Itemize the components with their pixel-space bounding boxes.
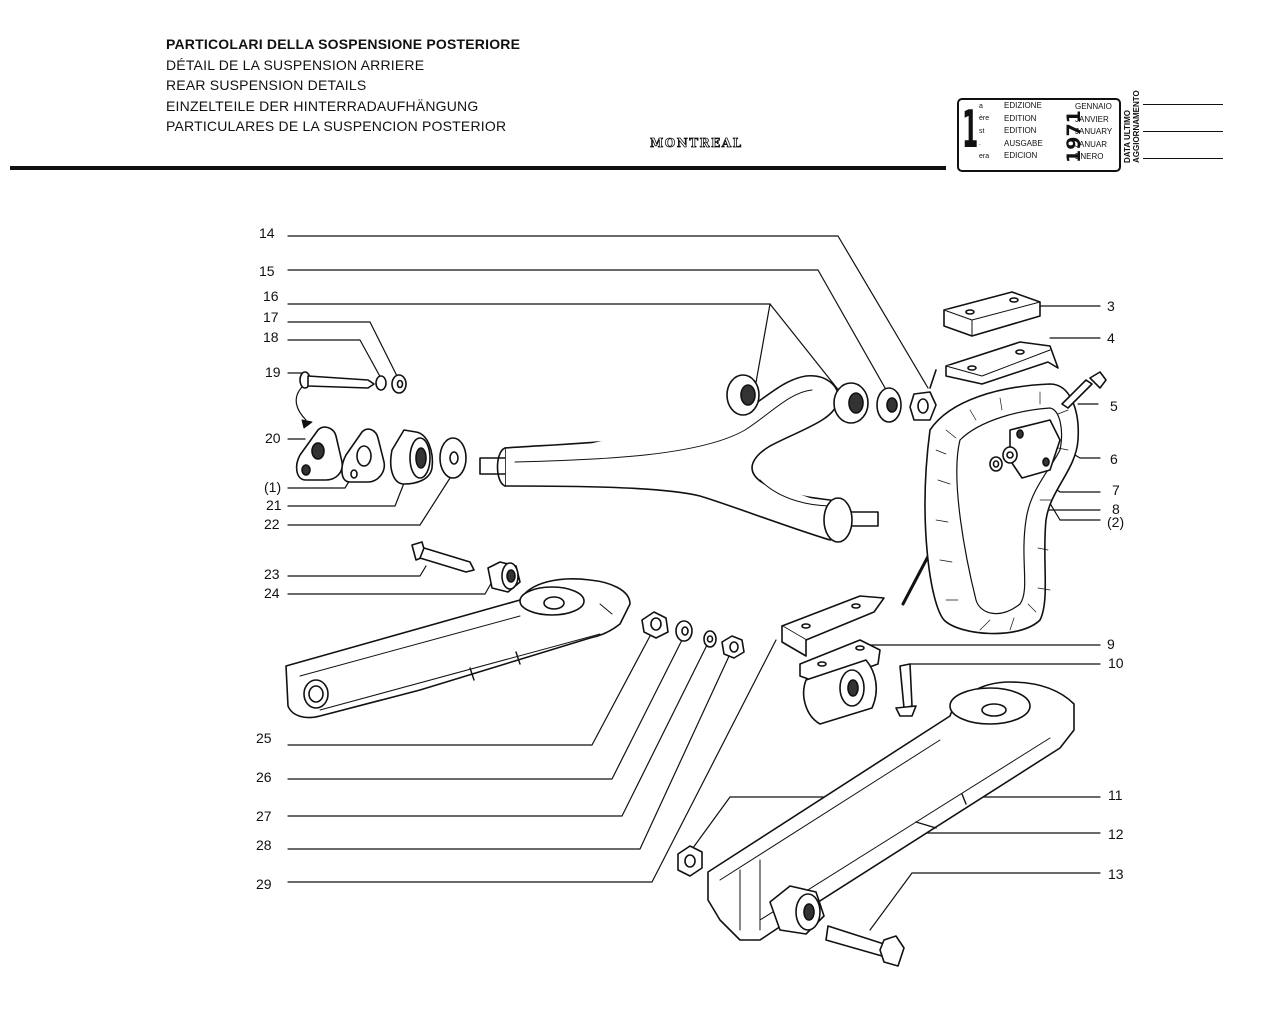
washer-8	[1002, 446, 1018, 464]
bracket-4	[945, 341, 1059, 385]
callout-2: (2)	[1107, 514, 1125, 530]
bushing-16-right	[833, 382, 869, 424]
month-de: JANUAR	[1075, 139, 1108, 149]
edition-suffixes: a ère st . era	[979, 101, 989, 163]
edition-number: 1	[962, 100, 979, 160]
callout-12: 12	[1108, 826, 1124, 842]
nut-25	[641, 611, 669, 639]
title-english: REAR SUSPENSION DETAILS	[166, 77, 367, 93]
callout-19: 19	[265, 364, 281, 380]
washer-27	[703, 630, 717, 648]
callout-18: 18	[263, 329, 279, 345]
lower-trailing-arm-left	[285, 578, 631, 719]
callout-26: 26	[256, 769, 272, 785]
small-arrow	[301, 419, 313, 429]
callout-20: 20	[265, 430, 281, 446]
callout-5: 5	[1110, 398, 1118, 414]
callout-28: 28	[256, 837, 272, 853]
callout-10: 10	[1108, 655, 1124, 671]
edition-box	[957, 98, 1121, 172]
callout-13: 13	[1108, 866, 1124, 882]
title-german: EINZELTEILE DER HINTERRADAUFHÄNGUNG	[166, 97, 479, 114]
edition-label-it: EDIZIONE	[1004, 101, 1042, 110]
nut-7	[989, 456, 1003, 472]
callout-21: 21	[266, 497, 282, 513]
callout-15: 15	[259, 263, 275, 279]
lockwasher-18	[375, 375, 387, 391]
suffix-fr: ère	[979, 115, 990, 123]
month-fr: JANVIER	[1075, 114, 1109, 124]
callout-1: (1)	[264, 479, 282, 495]
washer-26	[675, 620, 693, 642]
suffix-es: era	[979, 152, 990, 160]
bolt-5	[1061, 371, 1107, 409]
bushing-24	[487, 561, 521, 593]
rubber-bushing-9	[802, 659, 878, 725]
washer-15	[876, 387, 902, 423]
title-italian: PARTICOLARI DELLA SOSPENSIONE POSTERIORE	[166, 36, 521, 52]
nut-11	[677, 845, 703, 877]
suffix-en: st	[979, 127, 985, 135]
washer-22	[439, 437, 467, 479]
callout-8: 8	[1112, 501, 1120, 517]
month-en: JANUARY	[1075, 127, 1113, 137]
month-es: ENERO	[1075, 152, 1104, 162]
callout-27: 27	[256, 808, 272, 824]
callout-29: 29	[256, 876, 272, 892]
nut-28	[721, 635, 745, 659]
edition-label-en: EDITION	[1004, 126, 1037, 136]
castle-nut-14	[909, 369, 937, 421]
update-line-1	[1143, 104, 1223, 105]
title-block: PARTICOLARI DELLA SOSPENSIONE POSTERIORE…	[166, 34, 520, 137]
callout-11: 11	[1108, 787, 1123, 803]
update-line-2	[1143, 131, 1223, 132]
title-french: DÉTAIL DE LA SUSPENSION ARRIERE	[166, 56, 425, 73]
callout-16: 16	[263, 288, 279, 304]
bushing-housing-21	[389, 429, 434, 485]
edition-labels: EDIZIONE EDITION EDITION AUSGABE EDICION	[1004, 100, 1043, 163]
callout-23: 23	[264, 566, 280, 582]
edition-label-es: EDICION	[1004, 151, 1038, 161]
shim-plate-1	[341, 428, 386, 483]
callout-22: 22	[264, 516, 280, 532]
callout-25: 25	[256, 730, 272, 746]
screw-10	[895, 663, 917, 717]
month-it: GENNAIO	[1075, 102, 1112, 111]
upper-wishbone-arm	[479, 375, 879, 543]
edition-label-de: AUSGABE	[1004, 138, 1043, 148]
model-logo: MONTREAL	[650, 136, 743, 151]
callout-9: 9	[1107, 636, 1115, 652]
rubber-support	[924, 383, 1080, 635]
bushing-16-left	[726, 374, 760, 416]
clamp-9	[781, 595, 885, 685]
callout-17: 17	[263, 309, 279, 325]
suffix-it: a	[979, 103, 983, 110]
callout-4: 4	[1107, 330, 1115, 346]
edition-months: GENNAIO JANVIER JANUARY JANUAR ENERO	[1075, 101, 1112, 164]
bolt-13	[825, 925, 905, 967]
header-rule	[10, 166, 946, 170]
bolt-23	[411, 541, 475, 573]
callout-7: 7	[1112, 482, 1120, 498]
bolt-19	[299, 371, 375, 389]
spacer-block-3	[943, 291, 1041, 337]
title-spanish: PARTICULARES DE LA SUSPENCION POSTERIOR	[166, 118, 507, 134]
update-line-3	[1143, 158, 1223, 159]
plate-20	[295, 426, 344, 481]
leader-lines-left	[287, 235, 929, 883]
suffix-de: .	[979, 140, 981, 148]
callout-6: 6	[1110, 451, 1118, 467]
callout-3: 3	[1107, 298, 1115, 314]
callout-24: 24	[264, 585, 280, 601]
callout-14: 14	[259, 225, 275, 241]
washer-17	[391, 374, 407, 394]
bushing-12	[769, 885, 825, 935]
edition-label-fr: EDITION	[1004, 113, 1037, 123]
